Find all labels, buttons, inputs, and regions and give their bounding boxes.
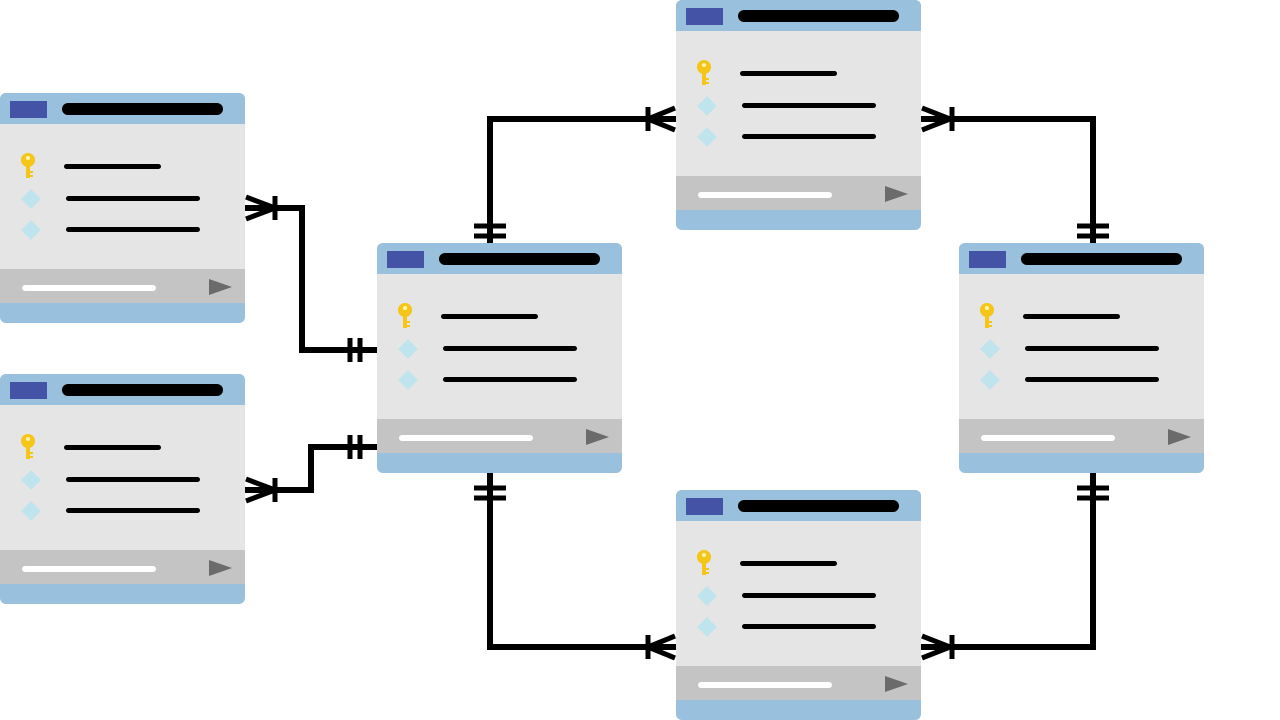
field-placeholder xyxy=(742,134,876,139)
one-bar-right-top xyxy=(1077,223,1109,239)
connector-right-bottom xyxy=(921,472,1096,650)
table-center[interactable] xyxy=(377,243,622,473)
field-placeholder xyxy=(64,445,161,450)
table-title-placeholder xyxy=(738,500,899,512)
table-title-placeholder xyxy=(738,10,899,22)
play-icon[interactable] xyxy=(1168,429,1191,445)
field-placeholder xyxy=(742,593,876,598)
key-icon xyxy=(697,60,711,85)
connector-center-bottom xyxy=(487,472,676,650)
field-placeholder xyxy=(1023,314,1120,319)
key-icon xyxy=(21,434,35,459)
field-placeholder xyxy=(1025,377,1159,382)
play-icon[interactable] xyxy=(209,560,232,576)
table-icon xyxy=(387,251,424,268)
table-right[interactable] xyxy=(959,243,1204,473)
field-placeholder xyxy=(64,164,161,169)
crows-foot-bottom-right xyxy=(921,633,955,661)
table-title-placeholder xyxy=(1021,253,1182,265)
field-placeholder xyxy=(443,377,577,382)
footer-placeholder xyxy=(22,566,156,572)
key-icon xyxy=(21,153,35,178)
one-bar-right-bottom xyxy=(1077,485,1109,501)
key-icon xyxy=(697,550,711,575)
field-placeholder xyxy=(66,508,200,513)
field-placeholder xyxy=(740,71,837,76)
footer-placeholder xyxy=(22,285,156,291)
one-bar-center-left2 xyxy=(347,435,363,459)
table-left-bottom[interactable] xyxy=(0,374,245,604)
field-placeholder xyxy=(742,624,876,629)
connector-center-lefttop xyxy=(245,205,377,353)
one-bar-center-bottom xyxy=(474,485,506,501)
key-icon xyxy=(398,303,412,328)
field-placeholder xyxy=(66,227,200,232)
crows-foot-top-right xyxy=(921,105,955,133)
table-icon xyxy=(10,382,47,399)
table-left-top[interactable] xyxy=(0,93,245,323)
crows-foot-bottom-left xyxy=(645,633,676,661)
field-placeholder xyxy=(1025,346,1159,351)
field-placeholder xyxy=(441,314,538,319)
table-title-placeholder xyxy=(439,253,600,265)
table-title-placeholder xyxy=(62,384,223,396)
footer-placeholder xyxy=(698,192,832,198)
table-title-placeholder xyxy=(62,103,223,115)
field-placeholder xyxy=(66,477,200,482)
connector-center-leftbottom xyxy=(245,444,377,493)
crows-foot-lefttop xyxy=(245,194,278,222)
one-bar-center-top xyxy=(474,223,506,239)
play-icon[interactable] xyxy=(885,676,908,692)
field-placeholder xyxy=(740,561,837,566)
key-icon xyxy=(980,303,994,328)
table-icon xyxy=(969,251,1006,268)
crows-foot-leftbottom xyxy=(245,476,278,504)
one-bar-center-left1 xyxy=(347,338,363,362)
table-bottom[interactable] xyxy=(676,490,921,720)
field-placeholder xyxy=(66,196,200,201)
play-icon[interactable] xyxy=(209,279,232,295)
table-icon xyxy=(686,8,723,25)
play-icon[interactable] xyxy=(885,186,908,202)
table-icon xyxy=(10,101,47,118)
table-top[interactable] xyxy=(676,0,921,230)
footer-placeholder xyxy=(981,435,1115,441)
play-icon[interactable] xyxy=(586,429,609,445)
table-icon xyxy=(686,498,723,515)
connector-right-top xyxy=(921,116,1096,243)
field-placeholder xyxy=(742,103,876,108)
footer-placeholder xyxy=(399,435,533,441)
field-placeholder xyxy=(443,346,577,351)
crows-foot-top-left xyxy=(645,105,676,133)
connector-center-top xyxy=(487,116,676,243)
footer-placeholder xyxy=(698,682,832,688)
